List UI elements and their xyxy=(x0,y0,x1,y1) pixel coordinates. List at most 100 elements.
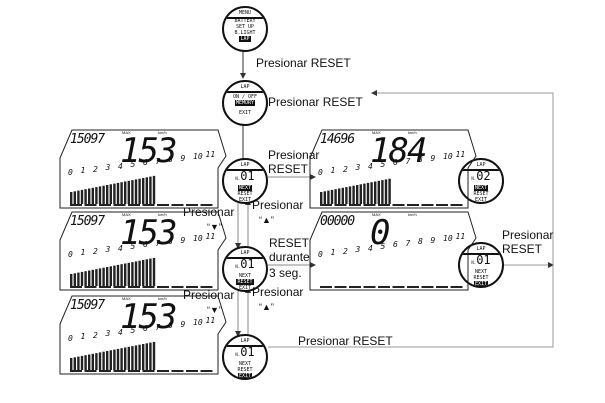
lap-item-next: NEXT xyxy=(473,185,489,191)
bar-segment xyxy=(77,356,80,370)
unit-label: km/h xyxy=(158,130,167,135)
bar-segment xyxy=(124,263,127,286)
scale-tick-label: 3 xyxy=(105,163,111,173)
bar-segment xyxy=(145,259,148,286)
bar-segment xyxy=(142,260,145,286)
bar-segment xyxy=(142,344,145,370)
scale-tick-label: 10 xyxy=(193,152,203,161)
bar-segment xyxy=(327,190,330,204)
lap-item-next: NEXT xyxy=(238,273,252,279)
scale-tick-label: 7 xyxy=(155,156,161,166)
lap-01-dial-reset: LAP N.01 NEXT RESET EXIT xyxy=(222,246,268,292)
baseline-segment xyxy=(113,204,126,206)
lap-prefix: N. xyxy=(471,176,477,181)
bar-segment xyxy=(95,269,98,286)
scale-tick-label: 9 xyxy=(180,235,186,245)
scale-tick-label: 3 xyxy=(105,329,111,339)
scale-tick-label: 0 xyxy=(68,250,73,259)
scale-tick-label: 5 xyxy=(380,160,386,169)
label-press-reset-1: Presionar RESET xyxy=(256,56,351,70)
bar-segment xyxy=(98,186,102,204)
bar-segment xyxy=(152,175,156,204)
speed-value: 153 xyxy=(120,297,177,337)
bar-segment xyxy=(363,183,366,204)
scale-tick-label: 6 xyxy=(393,240,398,250)
baseline-segment xyxy=(142,286,155,288)
bar-segment xyxy=(374,181,377,204)
bar-segment xyxy=(134,345,138,370)
bar-segment xyxy=(131,262,134,286)
bar-segment xyxy=(88,188,91,204)
lap-item-reset: RESET xyxy=(237,191,253,197)
lcd-frame xyxy=(309,211,477,291)
bar-segment xyxy=(145,343,148,370)
baseline-segment xyxy=(186,286,198,288)
bar-segment xyxy=(356,185,359,204)
bar-segment xyxy=(70,274,73,286)
bar-segment xyxy=(359,184,362,204)
baseline-segment xyxy=(171,204,184,206)
scale-tick-label: 11 xyxy=(205,316,216,326)
bar-segment xyxy=(377,180,380,204)
bar-segment xyxy=(102,185,105,204)
baseline-segment xyxy=(113,286,126,288)
bar-segment xyxy=(116,182,120,204)
bar-segment xyxy=(109,350,112,370)
baseline-segment xyxy=(200,370,213,372)
bar-segment xyxy=(106,267,109,286)
down-arrow-glyph-1: “▼” xyxy=(207,222,222,232)
scale-tick-label: 4 xyxy=(118,327,123,337)
lap-item-exit: EXIT xyxy=(237,373,253,379)
bar-segment xyxy=(73,357,76,370)
scale-tick-label: 9 xyxy=(430,235,436,245)
bar-segment xyxy=(149,342,152,370)
menu-item-setup: SET UP xyxy=(235,24,255,30)
bar-segment xyxy=(77,272,80,286)
bar-segment xyxy=(109,184,112,204)
baseline-segment xyxy=(421,286,434,288)
menu-item-battery: BATTERY xyxy=(234,18,256,24)
bar-segment xyxy=(120,348,123,370)
scale-tick-label: 10 xyxy=(193,318,203,327)
bar-segment xyxy=(80,189,84,204)
bar-segment xyxy=(88,354,91,370)
baseline-segment xyxy=(113,370,126,372)
scale-tick-label: 1 xyxy=(80,166,86,176)
baseline-segment xyxy=(200,204,213,206)
baseline-segment xyxy=(142,204,155,206)
bar-segment xyxy=(80,355,84,370)
bar-segment xyxy=(106,185,109,204)
label-press-reset-bottom: Presionar RESET xyxy=(298,334,393,348)
odometer-value: 15097 xyxy=(70,214,105,229)
baseline-segment xyxy=(334,286,347,288)
lap-number: 01 xyxy=(240,345,255,359)
baseline-segment xyxy=(436,286,448,288)
label-press-reset-right-a: Presionar xyxy=(502,228,554,242)
scale-tick-label: 1 xyxy=(330,248,336,258)
baseline-segment xyxy=(99,286,111,288)
lap-prefix: N. xyxy=(471,260,477,265)
scale-tick-label: 0 xyxy=(318,168,323,177)
lap-item-next: NEXT xyxy=(238,361,252,367)
lcd-outline xyxy=(309,211,477,291)
baseline-segment xyxy=(378,204,390,206)
lap-dial-title: LAP xyxy=(224,160,266,171)
lap-dial-title: LAP xyxy=(460,244,502,255)
bar-segment xyxy=(138,260,141,286)
bar-segment xyxy=(127,346,130,370)
bar-segment xyxy=(381,180,384,204)
bar-segment xyxy=(73,273,76,286)
bar-segment xyxy=(80,271,84,286)
baseline-segment xyxy=(200,286,213,288)
scale-tick-label: 0 xyxy=(318,250,323,259)
bar-segment xyxy=(84,271,87,286)
scale-tick-label: 0 xyxy=(68,168,73,177)
bar-segment xyxy=(84,189,87,204)
max-label: MAX xyxy=(372,130,381,135)
baseline-segment xyxy=(70,204,82,206)
scale-tick-label: 11 xyxy=(205,232,216,242)
lap-on-off-dial: LAP ON / OFF MEMORY EXIT xyxy=(222,80,268,126)
baseline-segment xyxy=(186,204,198,206)
